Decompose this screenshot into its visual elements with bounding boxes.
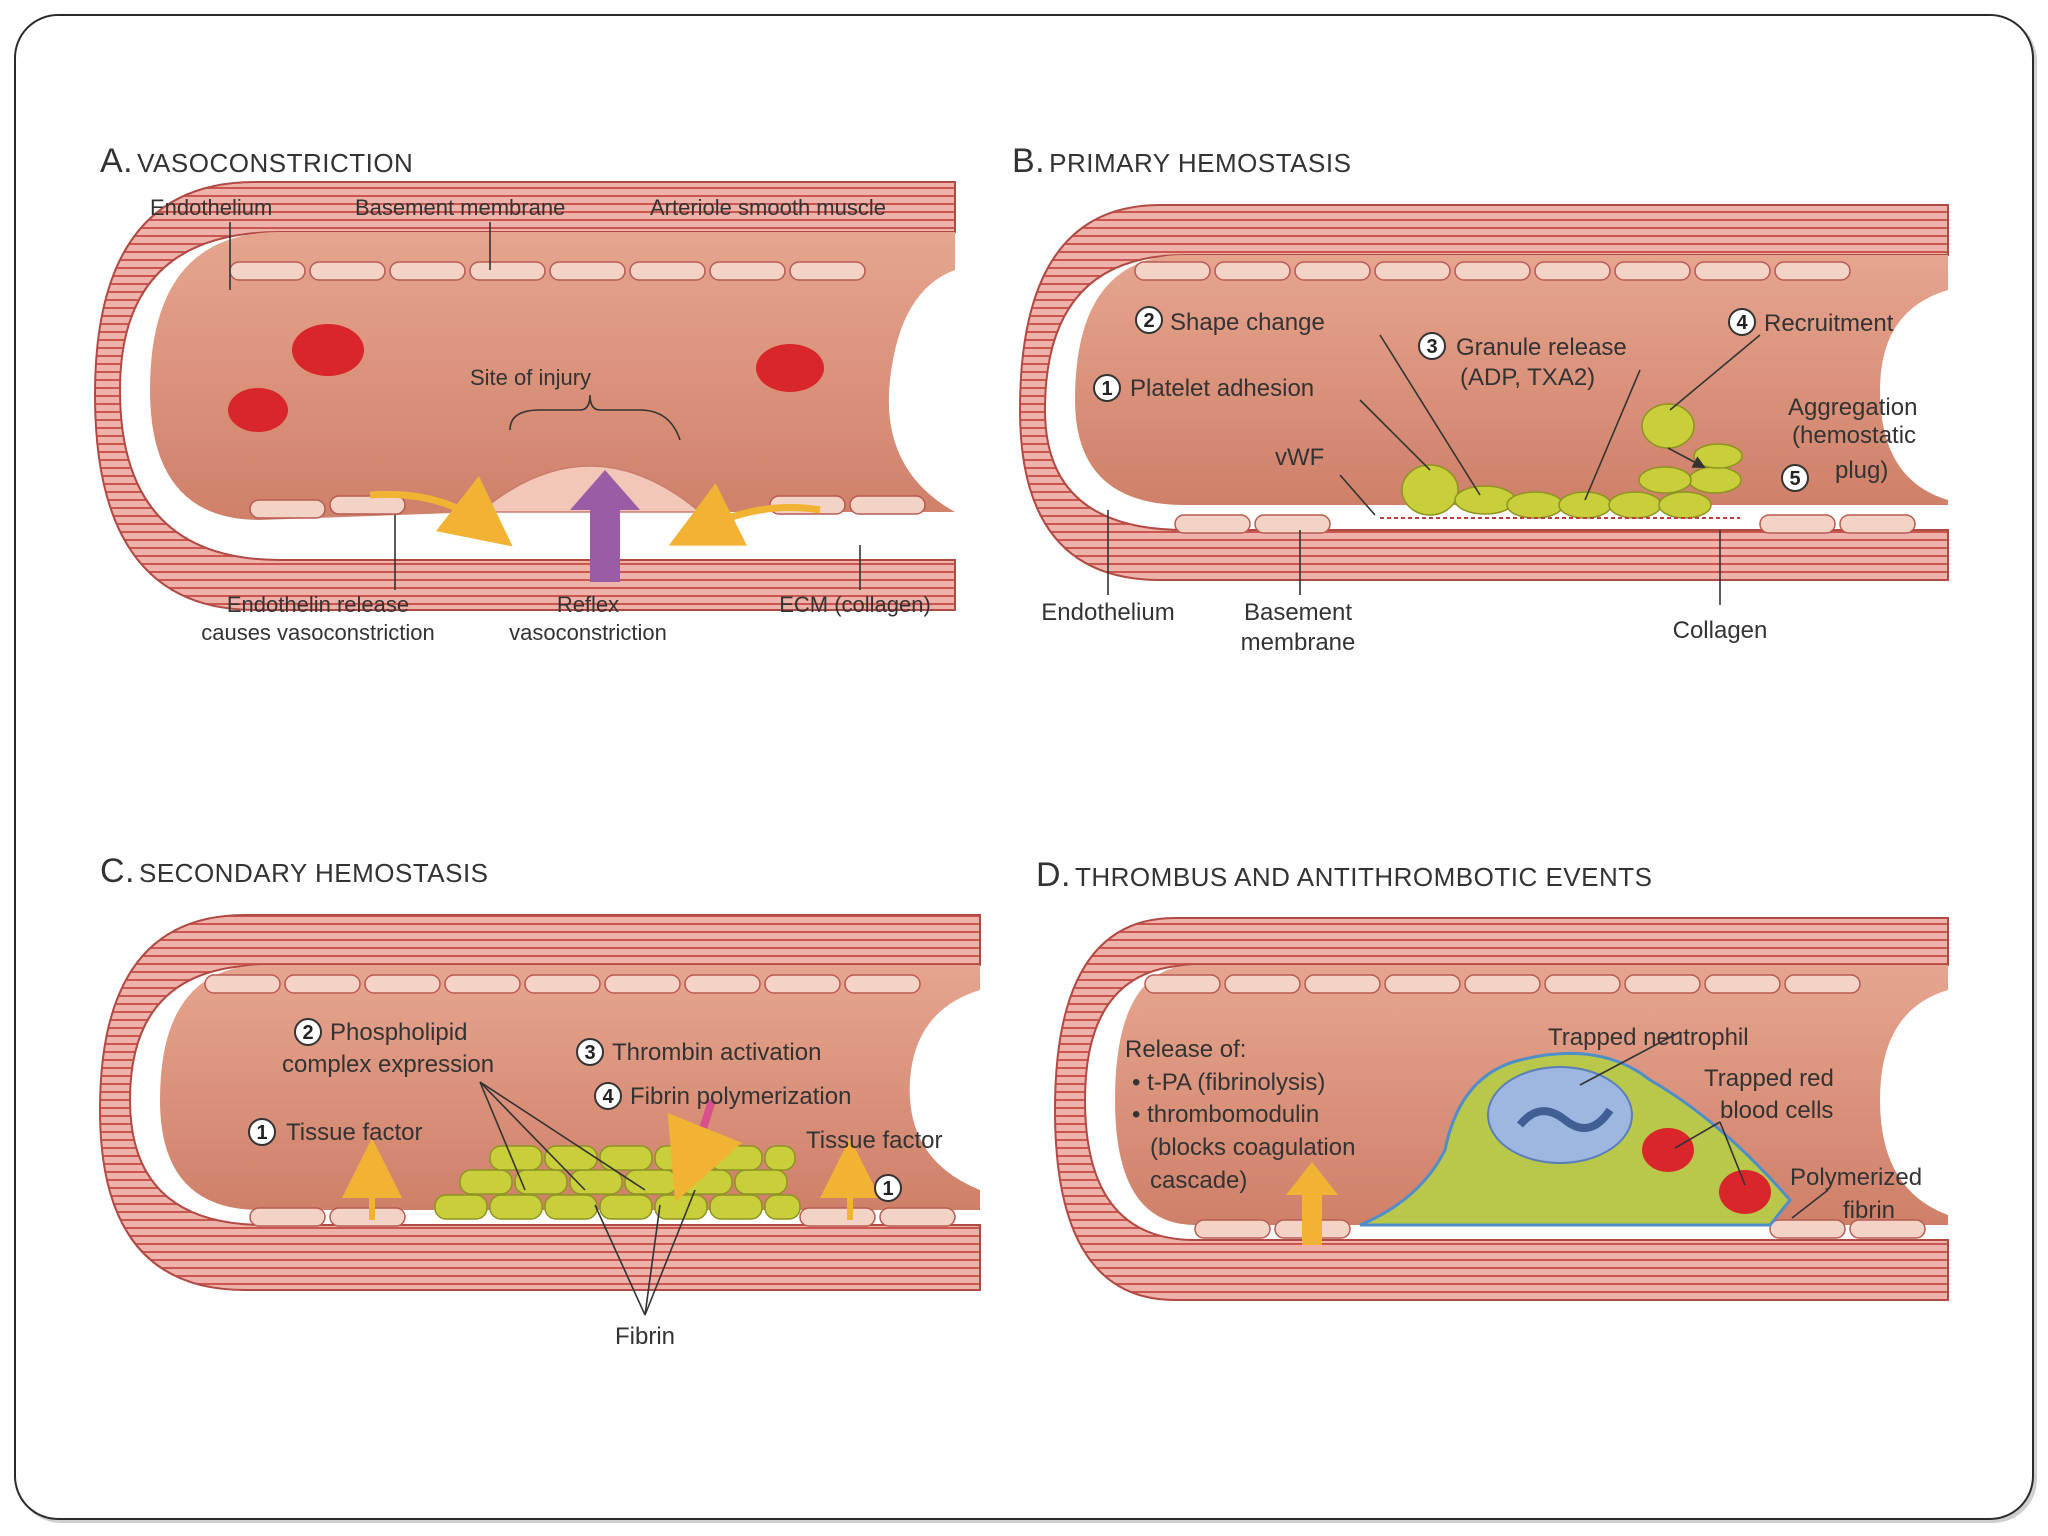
label-endothelin-release-2: causes vasoconstriction [201,620,435,645]
label-thrombin-activation: Thrombin activation [612,1039,821,1066]
label-basement-2: membrane [1241,629,1356,656]
injury-brace [509,394,681,441]
label-fibrin-polymerization: Fibrin polymerization [630,1083,851,1110]
label-ecm-collagen: ECM (collagen) [779,592,931,617]
trapped-red-blood-cell [1642,1128,1694,1172]
svg-text:3: 3 [584,1042,595,1064]
svg-text:5: 5 [1789,468,1800,490]
label-collagen: Collagen [1673,617,1768,644]
svg-text:4: 4 [1736,312,1748,334]
lumen [160,965,980,1210]
label-release-of: Release of: [1125,1036,1246,1063]
label-aggregation-2: (hemostatic [1792,422,1916,449]
panel-d-title: D.THROMBUS AND ANTITHROMBOTIC EVENTS [1036,856,1653,894]
label-granule-release: Granule release [1456,334,1627,361]
panel-b: B.PRIMARY HEMOSTASIS [1012,142,1949,656]
vessel-wall [1018,204,1949,581]
slide-frame [14,14,2034,1520]
step-marker-3: 3 [1418,332,1446,360]
svg-text:2: 2 [1143,310,1154,332]
label-blood-cells: blood cells [1720,1097,1833,1124]
step-marker-4: 4 [1728,308,1756,336]
label-fibrin: Fibrin [615,1323,675,1350]
label-basement-membrane: Basement membrane [355,195,565,220]
label-basement: Basement [1244,599,1352,626]
step-marker-1: 1 [1093,374,1121,402]
vessel-wall [98,914,981,1291]
label-reflex-2: vasoconstriction [509,620,667,645]
vessel-wall [93,181,956,611]
label-tissue-factor-left: Tissue factor [286,1119,423,1146]
label-endothelium: Endothelium [150,195,272,220]
endothelin-arrow [369,475,513,547]
platelet-plug [1401,403,1743,519]
panel-a-title: A.VASOCONSTRICTION [100,142,413,180]
platelet-layer [434,1145,801,1220]
label-tpa: • t-PA (fibrinolysis) [1132,1069,1325,1096]
label-tissue-factor-right: Tissue factor [806,1127,943,1154]
step-marker-1-right: 1 [874,1174,902,1202]
label-cascade: cascade) [1150,1167,1247,1194]
step-marker-2: 2 [1135,306,1163,334]
endothelial-cells [229,261,926,519]
svg-text:3: 3 [1426,336,1437,358]
step-marker-2: 2 [294,1018,322,1046]
label-complex-expression: complex expression [282,1051,494,1078]
label-trapped-neutrophil: Trapped neutrophil [1548,1024,1749,1051]
ecm-arrow [668,483,821,546]
panel-c-title: C.SECONDARY HEMOSTASIS [100,852,489,890]
label-shape-change: Shape change [1170,309,1325,336]
svg-text:1: 1 [256,1122,267,1144]
thrombin-arrow [667,1098,742,1203]
label-vwf: vWF [1275,444,1324,471]
label-aggregation-3: plug) [1835,457,1888,484]
red-blood-cell [228,388,288,432]
step-marker-4: 4 [594,1082,622,1110]
svg-text:2: 2 [302,1022,313,1044]
trapped-red-blood-cell [1719,1170,1771,1214]
panel-c: C.SECONDARY HEMOSTASIS [98,852,981,1350]
label-endothelin-release: Endothelin release [227,592,409,617]
label-thrombomodulin: • thrombomodulin [1132,1101,1319,1128]
red-blood-cell [292,324,364,376]
label-trapped-red: Trapped red [1704,1065,1834,1092]
svg-text:4: 4 [602,1086,614,1108]
neutrophil-nucleus [1516,1107,1614,1132]
endothelial-cells [204,974,956,1227]
release-arrow [1286,1162,1338,1245]
step-marker-1-left: 1 [248,1118,276,1146]
endothelial-cells [1134,261,1916,534]
label-reflex: Reflex [557,592,619,617]
label-recruitment: Recruitment [1764,310,1894,337]
label-granule-release-2: (ADP, TXA2) [1460,364,1595,391]
endothelial-cells [1144,974,1926,1239]
panel-d: D.THROMBUS AND ANTITHROMBOTIC EVENTS [1036,856,1949,1301]
label-site-of-injury: Site of injury [470,365,591,390]
step-marker-5: 5 [1781,464,1809,492]
svg-text:1: 1 [882,1178,893,1200]
label-endothelium: Endothelium [1041,599,1174,626]
lumen [150,232,955,520]
panel-b-title: B.PRIMARY HEMOSTASIS [1012,142,1351,180]
panel-a: A.VASOCONSTRICTION [93,142,956,645]
svg-text:1: 1 [1101,378,1112,400]
vessel-wall [1053,917,1949,1301]
label-aggregation: Aggregation [1788,394,1917,421]
reflex-arrow [570,470,640,582]
red-blood-cell [756,344,824,392]
label-phospholipid: Phospholipid [330,1019,467,1046]
label-blocks-coagulation: (blocks coagulation [1150,1134,1355,1161]
label-polymerized: Polymerized [1790,1164,1922,1191]
label-platelet-adhesion: Platelet adhesion [1130,375,1314,402]
label-fibrin: fibrin [1843,1197,1895,1224]
step-marker-3: 3 [576,1038,604,1066]
label-arteriole-smooth-muscle: Arteriole smooth muscle [650,195,886,220]
